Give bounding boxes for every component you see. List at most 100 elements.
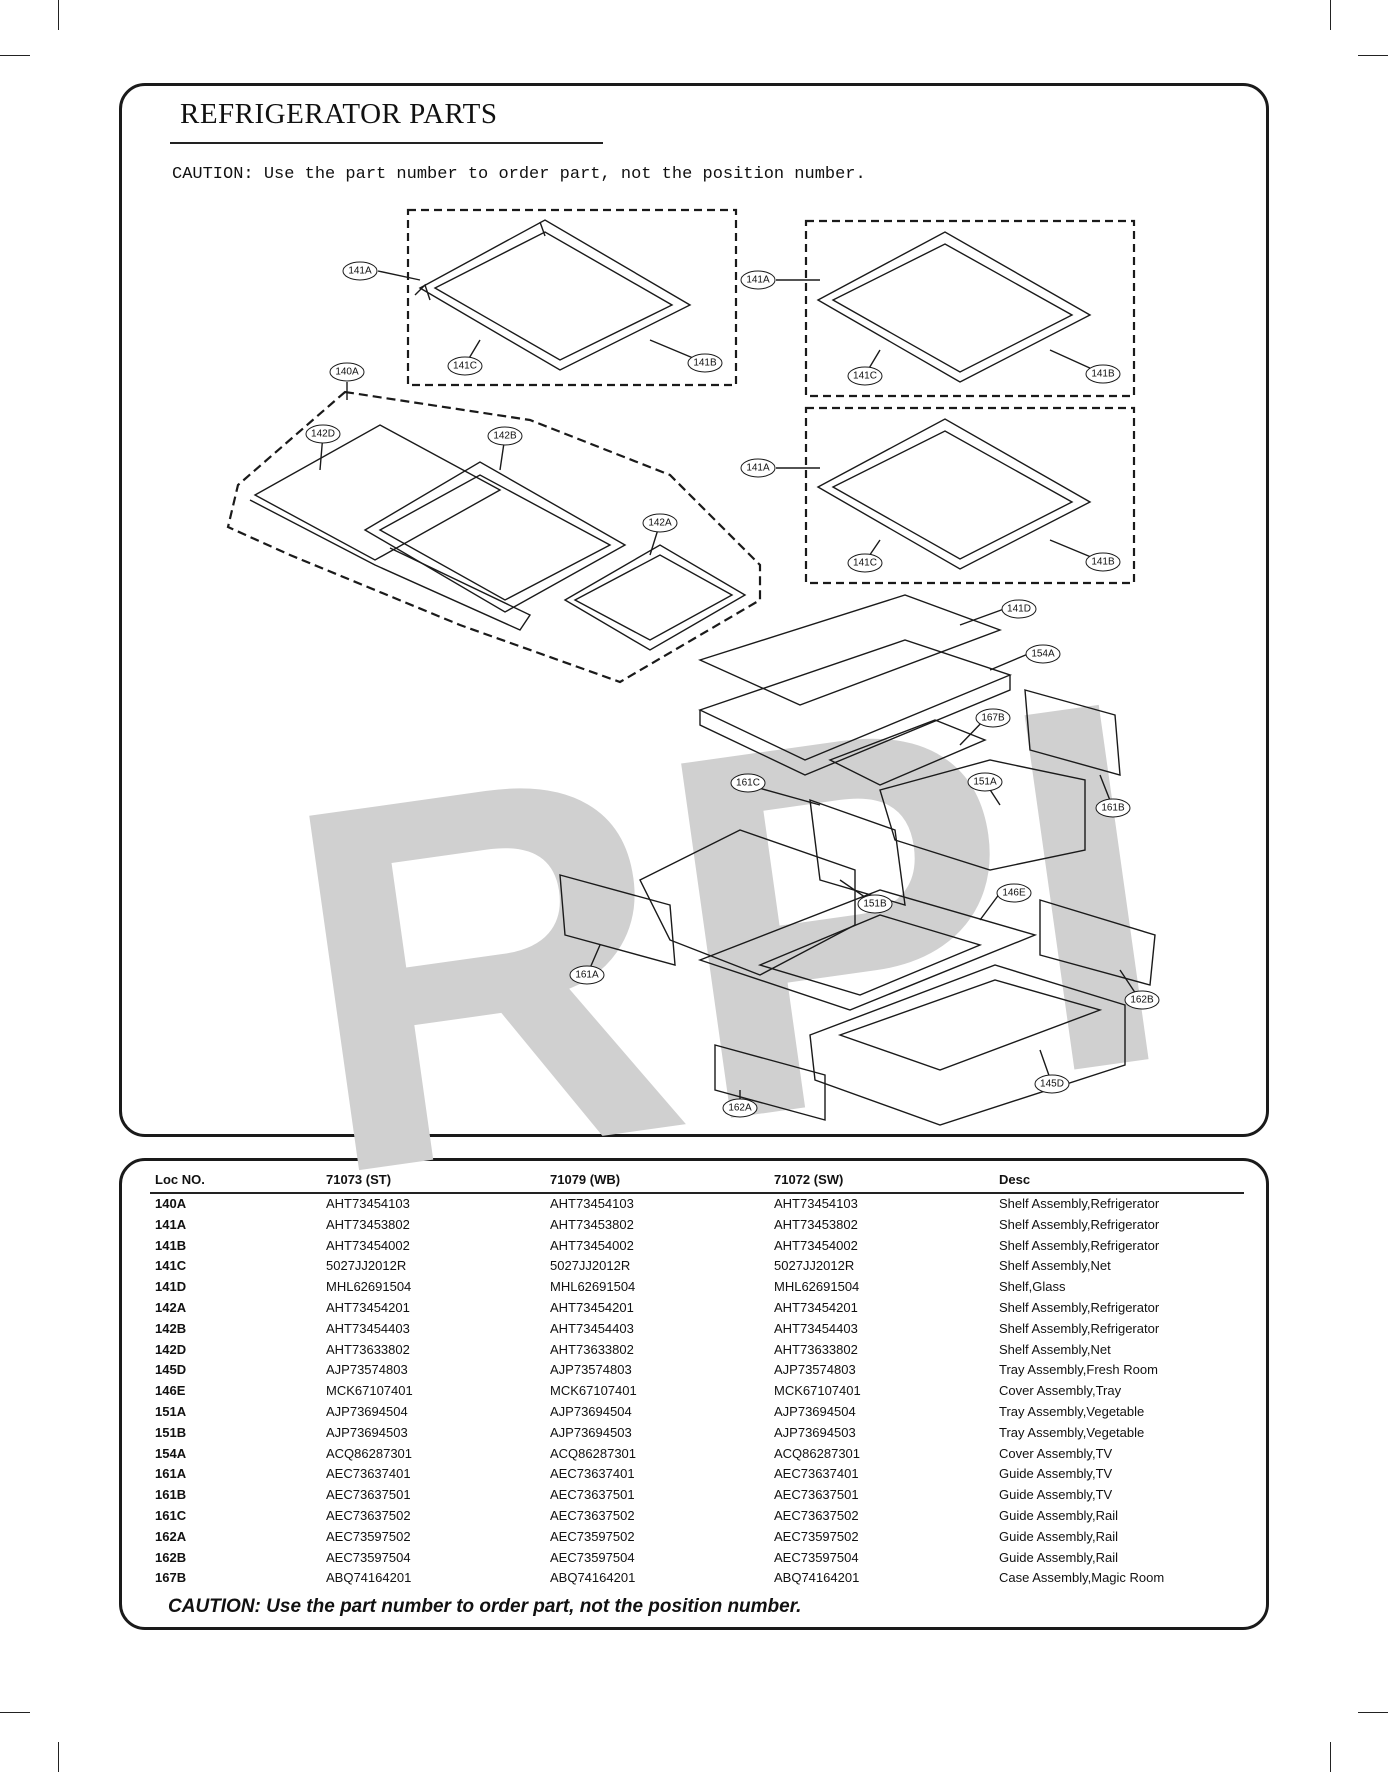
shelf-glass: [831, 243, 1074, 373]
cell-part-sw: AJP73694503: [774, 1424, 856, 1440]
parts-table-panel: [119, 1158, 1269, 1630]
cell-part-sw: AEC73637401: [774, 1466, 859, 1482]
cell-loc: 141D: [155, 1279, 187, 1295]
cell-part-sw: ABQ74164201: [774, 1570, 860, 1586]
cell-part-wb: ABQ74164201: [550, 1570, 636, 1586]
cell-part-sw: 5027JJ2012R: [774, 1258, 855, 1274]
shelf-rail: [249, 499, 532, 631]
callout-141A: 141A: [746, 275, 770, 286]
callout-142B: 142B: [493, 431, 517, 442]
title-underline: [170, 142, 603, 144]
cell-part-st: MHL62691504: [326, 1279, 412, 1295]
cell-part-st: AEC73597502: [326, 1528, 411, 1544]
cell-part-st: AJP73694503: [326, 1424, 408, 1440]
cell-desc: Shelf Assembly,Refrigerator: [999, 1237, 1160, 1253]
cell-part-st: MCK67107401: [326, 1383, 413, 1399]
cell-part-wb: AHT73453802: [550, 1216, 634, 1232]
cell-part-wb: AJP73694503: [550, 1424, 632, 1440]
cell-loc: 161B: [155, 1487, 187, 1503]
shelf-142D: [253, 424, 502, 561]
cell-part-st: AHT73454201: [326, 1299, 410, 1315]
cell-loc: 141B: [155, 1237, 187, 1253]
cell-desc: Cover Assembly,TV: [999, 1445, 1113, 1461]
cover-154A-edge: [699, 675, 1011, 776]
cell-part-wb: AHT73633802: [550, 1341, 634, 1357]
watermark: RPI: [259, 589, 1198, 1285]
caution-footer: CAUTION: Use the part number to order pa…: [168, 1596, 802, 1617]
cell-loc: 154A: [155, 1445, 187, 1461]
cover-146E: [697, 889, 1038, 1011]
guide-161A: [559, 874, 676, 966]
cell-part-st: AHT73633802: [326, 1341, 410, 1357]
callout-141A: 141A: [746, 463, 770, 474]
callout-141D: 141D: [1007, 604, 1031, 615]
shelf-glass: [831, 430, 1074, 560]
callout-labels: 141A 141C 141B 141A 141C 141B 141A 141C …: [305, 261, 1160, 1118]
cell-part-wb: MCK67107401: [550, 1383, 637, 1399]
callout-142D: 142D: [311, 429, 335, 440]
callout-151B: 151B: [863, 899, 887, 910]
callout-141B: 141B: [1091, 369, 1115, 380]
cell-desc: Shelf Assembly,Net: [999, 1341, 1111, 1357]
cell-part-sw: AJP73574803: [774, 1362, 856, 1378]
cell-desc: Shelf Assembly,Refrigerator: [999, 1216, 1160, 1232]
callout-167B: 167B: [981, 713, 1005, 724]
cell-part-sw: AEC73597502: [774, 1528, 859, 1544]
tray-145D-inner: [837, 979, 1103, 1071]
cell-part-wb: AEC73597502: [550, 1528, 635, 1544]
callout-141B: 141B: [693, 358, 717, 369]
cell-desc: Shelf Assembly,Refrigerator: [999, 1320, 1160, 1336]
guide-161B: [1024, 689, 1121, 776]
shelf-142B-glass: [378, 474, 612, 601]
cell-loc: 140A: [155, 1196, 187, 1211]
cell-part-st: AEC73597504: [326, 1549, 411, 1565]
leader-lines: [377, 270, 1104, 563]
cell-part-sw: AHT73454103: [774, 1196, 858, 1211]
cell-loc: 142A: [155, 1299, 187, 1315]
cell-desc: Tray Assembly,Vegetable: [999, 1424, 1145, 1440]
cell-part-st: AEC73637401: [326, 1466, 411, 1482]
col-header-sw: 71072 (SW): [769, 1170, 994, 1194]
parts-table: Loc NO. 71073 (ST) 71079 (WB) 71072 (SW)…: [150, 1170, 1244, 1589]
crop-mark: [58, 1742, 59, 1772]
leader-lines: [319, 382, 1141, 1107]
cell-part-wb: AJP73574803: [550, 1362, 632, 1378]
cell-loc: 142B: [155, 1320, 187, 1336]
cell-part-sw: AEC73637501: [774, 1487, 859, 1503]
cell-part-wb: AEC73637401: [550, 1466, 635, 1482]
group-box-140A: [226, 390, 762, 684]
callout-141C: 141C: [853, 558, 877, 569]
cell-part-st: AHT73454002: [326, 1237, 410, 1253]
callout-140A: 140A: [335, 367, 359, 378]
cell-part-wb: AEC73597504: [550, 1549, 635, 1565]
group-box-141-top-left: [406, 208, 738, 387]
cell-part-wb: AHT73454201: [550, 1299, 634, 1315]
cell-desc: Cover Assembly,Tray: [999, 1383, 1122, 1399]
crop-mark: [1358, 55, 1388, 56]
cell-loc: 146E: [155, 1383, 186, 1399]
cell-part-st: ABQ74164201: [326, 1570, 412, 1586]
crop-mark: [0, 1712, 30, 1713]
shelf-142B: [363, 461, 627, 613]
cell-part-sw: AHT73454002: [774, 1237, 858, 1253]
cell-loc: 141C: [155, 1258, 187, 1274]
cell-part-wb: ACQ86287301: [550, 1445, 637, 1461]
cell-part-st: AHT73453802: [326, 1216, 410, 1232]
shelf-glass: [433, 231, 674, 361]
cell-desc: Guide Assembly,TV: [999, 1466, 1113, 1482]
cell-part-st: AEC73637502: [326, 1507, 411, 1523]
cell-part-st: AEC73637501: [326, 1487, 411, 1503]
rail-162A: [714, 1044, 826, 1121]
col-header-loc: Loc NO.: [150, 1170, 321, 1194]
callout-161C: 161C: [736, 778, 760, 789]
cell-part-wb: AJP73694504: [550, 1403, 632, 1419]
cell-part-wb: AHT73454403: [550, 1320, 634, 1336]
